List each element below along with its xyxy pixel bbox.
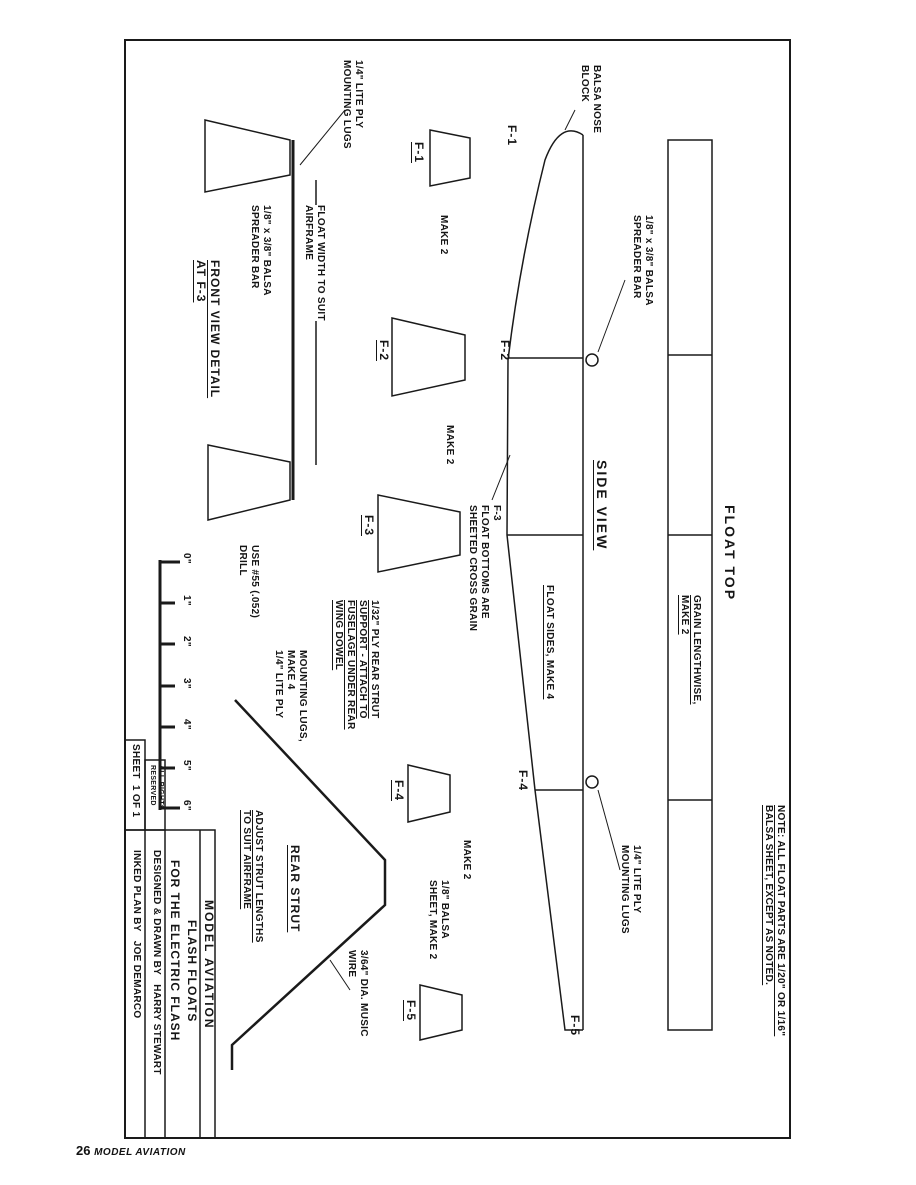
float-top-outline <box>667 139 713 1031</box>
rights-reserved: ALL RIGHTS RESERVED <box>149 765 164 810</box>
scale-ruler <box>158 560 180 810</box>
float-bottoms-note: F-3 FLOAT BOTTOMS ARE SHEETED CROSS GRAI… <box>467 505 502 632</box>
ruler-tick-2: 2" <box>181 636 192 647</box>
f5-sheet-note: 1/8" BALSA SHEET, MAKE 2 <box>427 880 450 960</box>
float-sides-note: FLOAT SIDES, MAKE 4 <box>544 585 555 700</box>
former-f2-label: F-2 <box>377 340 391 361</box>
make-2-f4: MAKE 2 <box>461 840 472 880</box>
page-number: 26 <box>76 1143 91 1158</box>
nose-block-note: BALSA NOSE BLOCK <box>579 65 602 134</box>
magazine-name: MODEL AVIATION <box>94 1147 186 1158</box>
page-footer: 26 MODEL AVIATION <box>76 1143 186 1158</box>
front-lugs-note: 1/4" LITE PLY MOUNTING LUGS <box>341 60 364 149</box>
ruler-tick-1: 1" <box>181 595 192 606</box>
title-block-lines <box>124 739 216 1139</box>
former-f2 <box>391 317 466 397</box>
former-f5-label: F-5 <box>404 1000 418 1021</box>
front-spreader-note: 1/8" x 3/8" BALSA SPREADER BAR <box>249 205 272 296</box>
drawing-border <box>124 39 791 1139</box>
station-f1: F-1 <box>505 125 519 146</box>
title-block-designer: DESIGNED & DRAWN BY HARRY STEWART <box>151 850 162 1075</box>
drill-note: USE #55 (.052) DRILL <box>237 545 260 619</box>
strut-lugs-note: MOUNTING LUGS, MAKE 4 1/4" LITE PLY <box>273 650 308 742</box>
rear-strut-wire <box>230 699 387 1070</box>
station-f2: F-2 <box>498 340 512 361</box>
former-f1-label: F-1 <box>412 142 426 163</box>
former-f4-label: F-4 <box>392 780 406 801</box>
former-f5 <box>419 984 463 1041</box>
former-f4 <box>407 764 451 823</box>
station-f5: F-5 <box>568 1015 582 1036</box>
ruler-tick-3: 3" <box>181 678 192 689</box>
music-wire-note: 3/64" DIA. MUSIC WIRE <box>346 950 369 1037</box>
rear-strut-title: REAR STRUT <box>288 845 302 933</box>
front-float-right <box>207 444 291 521</box>
title-block-inker: INKED PLAN BY JOE DEMARCO <box>131 850 142 1019</box>
float-width-note: FLOAT WIDTH TO SUIT AIRFRAME <box>302 205 326 321</box>
ruler-tick-0: 0" <box>181 553 192 564</box>
make-2-f3: MAKE 2 <box>444 425 455 465</box>
ruler-tick-6: 6" <box>181 800 192 811</box>
general-note: NOTE: ALL FLOAT PARTS ARE 1/20" OR 1/16"… <box>763 805 786 1037</box>
mounting-lugs-note: 1/4" LITE PLY MOUNTING LUGS <box>619 845 642 934</box>
float-top-title: FLOAT TOP <box>722 505 738 602</box>
ruler-tick-4: 4" <box>181 719 192 730</box>
ruler-tick-5: 5" <box>181 760 192 771</box>
former-f3 <box>377 494 461 573</box>
title-block-publisher: MODEL AVIATION <box>202 900 216 1030</box>
front-float-left <box>204 119 291 193</box>
side-view-outline <box>506 130 599 1031</box>
make-2-f1: MAKE 2 <box>438 215 449 255</box>
title-block-title: FLASH FLOATS <box>185 920 199 1023</box>
side-view-title: SIDE VIEW <box>594 460 610 551</box>
station-f4: F-4 <box>516 770 530 791</box>
front-view-title: FRONT VIEW DETAIL AT F-3 <box>194 260 222 399</box>
sheet-number: SHEET 1 OF 1 <box>130 744 141 818</box>
adjust-strut-note: ADJUST STRUT LENGTHS TO SUIT AIRFRAME <box>241 810 264 943</box>
title-block-subtitle: FOR THE ELECTRIC FLASH <box>168 860 182 1042</box>
float-top-grain-note: GRAIN LENGTHWISE, MAKE 2 <box>679 595 702 705</box>
former-f1 <box>429 129 471 187</box>
former-f3-label: F-3 <box>362 515 376 536</box>
spreader-bar-note: 1/8" x 3/8" BALSA SPREADER BAR <box>631 215 654 306</box>
strut-support-note: 1/32" PLY REAR STRUT SUPPORT - ATTACH TO… <box>333 600 380 730</box>
